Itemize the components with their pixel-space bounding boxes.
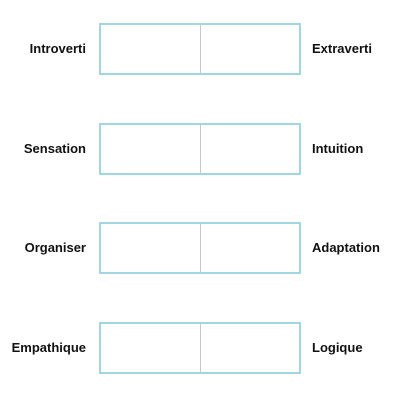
scale-right-half[interactable] [200, 224, 299, 272]
scale-row-sensation-intuition: Sensation Intuition [0, 123, 400, 175]
scale-row-organiser-adaptation: Organiser Adaptation [0, 222, 400, 274]
scale-box [99, 222, 301, 274]
scale-divider [200, 224, 201, 272]
scale-row-empathique-logique: Empathique Logique [0, 322, 400, 374]
scale-left-label: Empathique [11, 340, 86, 355]
scale-left-label: Introverti [29, 41, 86, 56]
scale-row-introverti-extraverti: Introverti Extraverti [0, 23, 400, 75]
scale-left-label: Sensation [23, 141, 86, 156]
scale-box [99, 322, 301, 374]
scale-right-half[interactable] [200, 125, 299, 173]
scale-right-half[interactable] [200, 324, 299, 372]
scale-right-label: Logique [312, 340, 363, 355]
scale-divider [200, 324, 201, 372]
scale-right-half[interactable] [200, 25, 299, 73]
scale-left-half[interactable] [101, 125, 200, 173]
scale-right-label: Intuition [312, 141, 364, 156]
scale-box [99, 123, 301, 175]
scale-left-half[interactable] [101, 25, 200, 73]
scale-divider [200, 25, 201, 73]
scale-left-label: Organiser [24, 240, 86, 255]
scale-left-half[interactable] [101, 224, 200, 272]
scale-divider [200, 125, 201, 173]
scale-box [99, 23, 301, 75]
scale-left-half[interactable] [101, 324, 200, 372]
scale-right-label: Adaptation [312, 240, 380, 255]
scale-right-label: Extraverti [312, 41, 372, 56]
